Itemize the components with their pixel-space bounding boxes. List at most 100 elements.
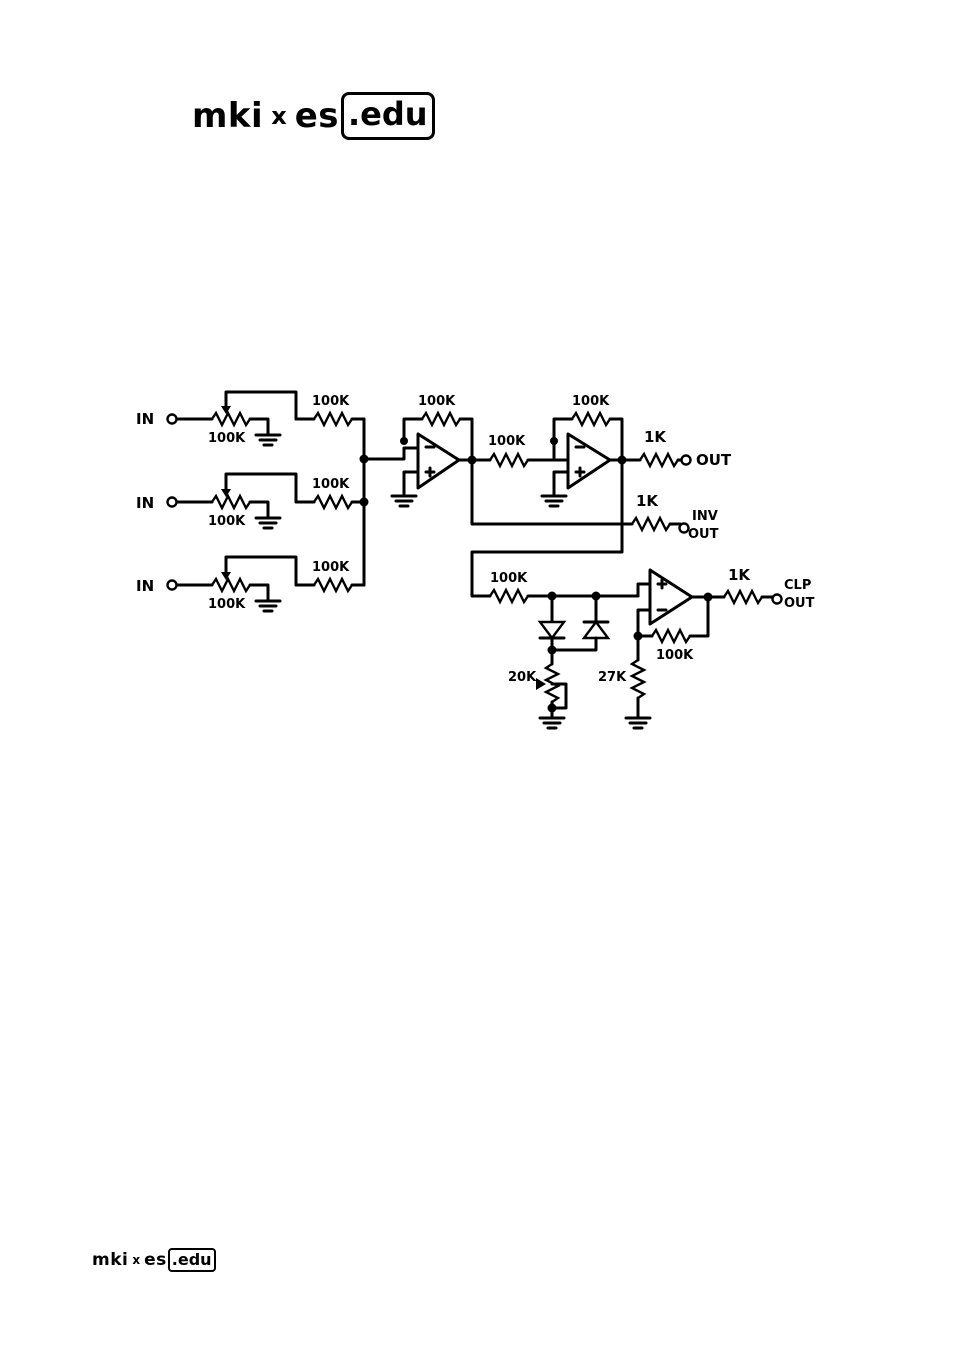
logo-edu-box: .edu	[340, 92, 435, 140]
header-logo: mki x es .edu	[192, 92, 435, 140]
mixer-schematic: IN 100K 100K IN 100K 100K IN	[136, 390, 815, 730]
opamp-2	[566, 432, 612, 490]
plus-sign	[656, 578, 668, 590]
ground-symbol	[254, 516, 282, 530]
mix-resistor-1	[313, 410, 353, 428]
ground-symbol	[540, 494, 568, 508]
clp-resistor	[723, 588, 763, 606]
inverter-stage: 100K 100K 1K OUT	[488, 394, 732, 508]
mix-resistor-label-2: 100K	[312, 477, 350, 492]
mixer-feedback-resistor	[421, 410, 461, 428]
ground-symbol	[624, 716, 652, 730]
inv-label-top: INV	[692, 509, 718, 524]
mix-resistor-3	[313, 576, 353, 594]
out-label: OUT	[696, 451, 732, 469]
wiper-arrow	[536, 678, 546, 690]
pot-label-3: 100K	[208, 597, 246, 612]
out-resistor-label: 1K	[644, 428, 667, 446]
clip-feedback-resistor	[651, 627, 691, 645]
wire	[362, 446, 420, 461]
clp-jack	[771, 593, 783, 605]
clp-resistor-label: 1K	[728, 566, 751, 584]
wire	[248, 583, 270, 603]
logo-cross: x	[271, 102, 287, 130]
wire	[688, 595, 710, 638]
wire	[550, 682, 568, 710]
pot-1	[211, 410, 251, 428]
wiper-arrow	[221, 406, 231, 414]
mixer-feedback-label: 100K	[418, 394, 456, 409]
ground-symbol	[254, 433, 282, 447]
pot-3	[211, 576, 251, 594]
wire	[402, 470, 420, 498]
input-channel-2: IN 100K 100K	[136, 472, 366, 530]
plus-sign	[574, 466, 586, 478]
junction-dot	[359, 497, 369, 507]
inverter-feedback-label: 100K	[572, 394, 610, 409]
pot-label-2: 100K	[208, 514, 246, 529]
inv-label-bottom: OUT	[688, 527, 719, 542]
wire	[248, 500, 270, 520]
opamp-3	[648, 568, 694, 626]
wire	[552, 417, 574, 443]
clip-input-resistor	[489, 587, 529, 605]
input-jack-2	[166, 496, 178, 508]
wiper-arrow	[221, 489, 231, 497]
footer-logo-mki: mki	[92, 1250, 129, 1270]
inv-resistor-label: 1K	[636, 492, 659, 510]
junction-dot	[703, 592, 713, 602]
clip-ground-resistor	[629, 659, 647, 699]
inv-output: 1K INV OUT	[620, 492, 719, 542]
out-jack	[680, 454, 692, 466]
inverter-input-label: 100K	[488, 434, 526, 449]
wire	[224, 555, 298, 587]
mixer-opamp: 100K	[390, 394, 492, 508]
input-label-3: IN	[136, 577, 154, 595]
mix-resistor-label-1: 100K	[312, 394, 350, 409]
diode-2	[581, 620, 611, 640]
input-jack-1	[166, 413, 178, 425]
ground-symbol	[390, 494, 418, 508]
wire	[224, 390, 298, 421]
wire	[402, 417, 424, 443]
pot-2	[211, 493, 251, 511]
clip-ground-label: 27K	[598, 670, 627, 685]
diode-1	[537, 620, 567, 640]
clip-feedback-label: 100K	[656, 648, 694, 663]
wire	[552, 470, 570, 498]
ground-symbol	[254, 599, 282, 613]
footer-logo-cross: x	[132, 1253, 141, 1267]
wire	[550, 636, 598, 652]
clip-input-label: 100K	[490, 571, 528, 586]
input-jack-3	[166, 579, 178, 591]
clipper-stage: 100K 20K 100K	[489, 566, 815, 730]
ground-symbol	[538, 716, 566, 730]
input-channel-3: IN 100K 100K	[136, 555, 366, 613]
pot-label-1: 100K	[208, 431, 246, 446]
opamp-1	[416, 432, 461, 490]
wire	[224, 472, 298, 504]
inverter-feedback-resistor	[571, 410, 611, 428]
input-channel-1: IN 100K 100K	[136, 390, 366, 447]
inv-resistor	[631, 515, 671, 533]
footer-logo-edu-box: .edu	[167, 1248, 216, 1272]
wire	[248, 417, 270, 437]
out-resistor	[639, 451, 679, 469]
wire	[636, 582, 652, 598]
input-label-2: IN	[136, 494, 154, 512]
logo-es: es	[294, 96, 339, 136]
inverter-input-resistor	[489, 451, 529, 469]
wire	[458, 417, 474, 462]
wire	[608, 417, 624, 462]
inv-jack	[678, 522, 690, 534]
footer-logo: mki x es .edu	[92, 1248, 216, 1272]
plus-sign	[424, 466, 436, 478]
clip-pot-label: 20K	[508, 670, 537, 685]
clp-label-top: CLP	[784, 578, 811, 593]
wire	[636, 608, 652, 638]
mix-resistor-label-3: 100K	[312, 560, 350, 575]
wire	[470, 458, 624, 526]
input-label-1: IN	[136, 410, 154, 428]
clp-label-bottom: OUT	[784, 596, 815, 611]
wire	[470, 458, 624, 598]
